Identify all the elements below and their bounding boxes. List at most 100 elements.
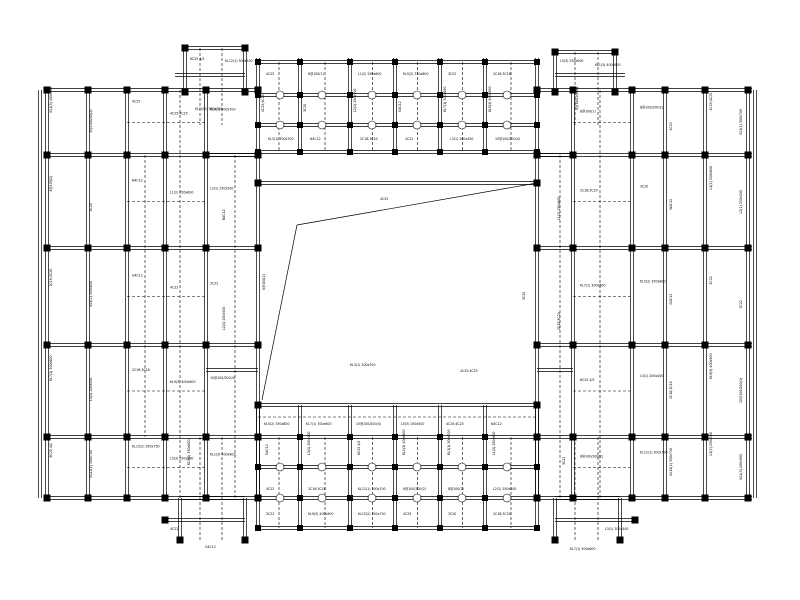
column <box>701 494 709 502</box>
beam-label: KL9(3) 400x900 <box>308 512 333 516</box>
beam-label: 2C18;3C20 <box>557 312 561 330</box>
column <box>661 341 669 349</box>
opening-circle <box>367 120 377 130</box>
column <box>701 86 709 94</box>
openings-layer <box>275 90 512 503</box>
beam-label: KL3(1) 300x700 <box>447 430 451 455</box>
column <box>297 434 303 440</box>
beam-label: 8@100(2) <box>580 110 596 114</box>
beam-label: KL3(1) 300x700 <box>739 109 743 134</box>
column <box>392 122 398 128</box>
beam-label: 3C20 <box>640 185 648 189</box>
column <box>161 151 169 159</box>
column <box>202 341 210 349</box>
beam-label: L1(2) 250x600 <box>492 432 496 455</box>
column <box>437 464 443 470</box>
beam-label: L1(2) 250x600 <box>358 72 381 76</box>
beam-label: 4C22 <box>709 276 713 284</box>
column <box>628 151 636 159</box>
column <box>534 92 540 98</box>
column <box>241 536 249 544</box>
column <box>84 244 92 252</box>
columns-layer <box>43 44 752 544</box>
opening-circle <box>275 462 285 472</box>
column <box>533 401 541 409</box>
beam-label: KL7(1) 300x600 <box>49 356 53 381</box>
column <box>255 434 261 440</box>
column <box>611 48 619 56</box>
column <box>661 494 669 502</box>
column <box>84 86 92 94</box>
column <box>661 433 669 441</box>
beam-label: L2(1) 250x500 <box>210 187 233 191</box>
beam-label: G4C12 <box>132 274 143 278</box>
column <box>437 495 443 501</box>
beam-label: 10@100/200(4) <box>210 376 235 380</box>
beam-label: KL1(3) 400x900 <box>49 87 53 112</box>
beam-label: KL15(2) 350x750 <box>132 445 160 449</box>
beam-label: 3C20 <box>448 512 456 516</box>
beam-label: 10@100/200(4) <box>356 422 381 426</box>
column <box>254 244 262 252</box>
beam-label: KL9(3) 400x900 <box>170 380 195 384</box>
opening-circle <box>317 493 327 503</box>
beam-label: 4C25 <box>380 197 388 201</box>
beam-label: L5(3) 250x500 <box>709 432 713 455</box>
column <box>482 92 488 98</box>
beam-label: 6C25 4/2 <box>357 441 361 455</box>
column <box>631 516 639 524</box>
column <box>123 433 131 441</box>
column <box>392 495 398 501</box>
beam-label: KL12(1) 300x700 <box>89 450 93 478</box>
column <box>161 341 169 349</box>
beam-label: KL7(1) 300x600 <box>570 547 595 551</box>
column <box>437 122 443 128</box>
beam-label: 4C25 <box>669 122 673 130</box>
opening-circle <box>457 462 467 472</box>
column <box>254 179 262 187</box>
column <box>551 536 559 544</box>
column <box>123 244 131 252</box>
beam-label: 2C16;3C18 <box>132 368 150 372</box>
column <box>161 516 169 524</box>
opening-circle <box>502 493 512 503</box>
beam-label: N4C12 <box>491 422 502 426</box>
beam-label: L3(1) 200x400 <box>307 432 311 455</box>
beam-label: 6C25 4/2 <box>190 57 204 61</box>
diagonal-line <box>261 224 298 401</box>
column <box>744 244 752 252</box>
beam-label: 3C20 <box>522 292 526 300</box>
column <box>628 244 636 252</box>
column <box>569 151 577 159</box>
column <box>255 464 261 470</box>
column <box>123 151 131 159</box>
column <box>202 244 210 252</box>
beam-label: 3C22 <box>448 72 456 76</box>
beam-label: L2(1) 250x500 <box>353 89 357 112</box>
beam-label: 6C25 4/2 <box>49 443 53 457</box>
column <box>482 525 488 531</box>
beam-label: L5(3) 250x500 <box>401 422 424 426</box>
column <box>347 92 353 98</box>
column <box>202 494 210 502</box>
opening-circle <box>367 462 377 472</box>
column <box>347 464 353 470</box>
column <box>701 244 709 252</box>
beam-label: KL15(2) 350x750 <box>669 448 673 476</box>
column <box>43 151 51 159</box>
beam-label: L2(1) 250x500 <box>493 487 516 491</box>
column <box>534 464 540 470</box>
column <box>437 59 443 65</box>
column <box>297 495 303 501</box>
column <box>701 433 709 441</box>
column <box>241 88 249 96</box>
beam-label: 4C22 <box>170 286 178 290</box>
column <box>437 434 443 440</box>
column <box>744 494 752 502</box>
beam-label: L5(3) 250x500 <box>560 59 583 63</box>
column <box>392 525 398 531</box>
beam-label: 2C18;3C20 <box>493 512 511 516</box>
column <box>161 494 169 502</box>
column <box>347 122 353 128</box>
beam-label: L5(3) 250x500 <box>170 457 193 461</box>
